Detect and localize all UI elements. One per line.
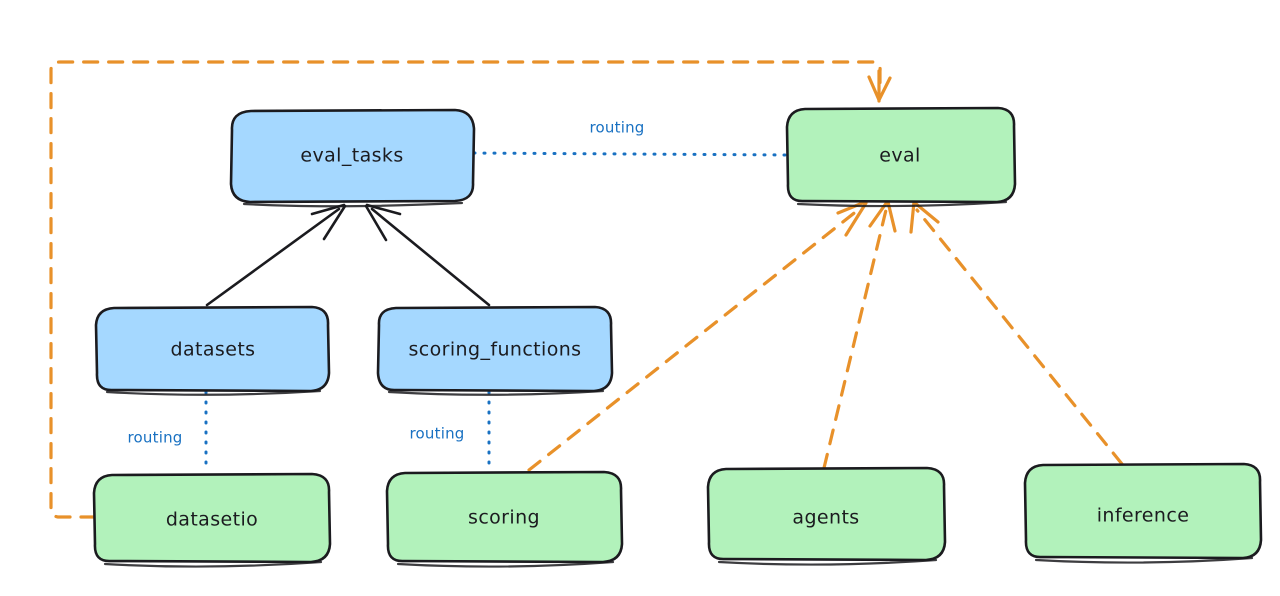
edge-scoring_functions-scoring: routing — [410, 390, 491, 472]
node-scoring[interactable]: scoring — [385, 470, 624, 568]
node-scoring_functions[interactable]: scoring_functions — [376, 305, 614, 396]
node-label-eval_tasks: eval_tasks — [300, 145, 403, 167]
node-label-datasetio: datasetio — [166, 509, 258, 531]
edge-label-routing-eval: routing — [590, 119, 645, 137]
node-label-eval: eval — [879, 145, 920, 167]
edge-datasets-eval_tasks — [205, 203, 347, 307]
node-datasetio[interactable]: datasetio — [92, 472, 332, 568]
node-eval[interactable]: eval — [785, 106, 1017, 208]
node-label-scoring_functions: scoring_functions — [409, 339, 582, 361]
edge-datasets-datasetio: routing — [128, 390, 208, 474]
edge-scoring-eval — [527, 200, 868, 472]
edge-inference-eval — [909, 200, 1124, 466]
edge-agents-eval — [822, 200, 897, 470]
edge-datasetio-eval — [49, 60, 892, 519]
edge-scoring_functions-eval_tasks — [364, 203, 491, 307]
edge-label-routing-scoring: routing — [410, 425, 465, 443]
node-eval_tasks[interactable]: eval_tasks — [229, 108, 476, 208]
node-agents[interactable]: agents — [706, 466, 947, 566]
node-label-agents: agents — [792, 507, 859, 529]
node-label-datasets: datasets — [171, 339, 256, 361]
node-label-scoring: scoring — [468, 507, 540, 529]
node-datasets[interactable]: datasets — [94, 305, 331, 396]
edge-eval_tasks-eval: routing — [472, 119, 788, 157]
node-label-inference: inference — [1097, 505, 1190, 527]
node-inference[interactable]: inference — [1023, 462, 1263, 564]
edge-label-routing-datasetio: routing — [128, 429, 183, 447]
